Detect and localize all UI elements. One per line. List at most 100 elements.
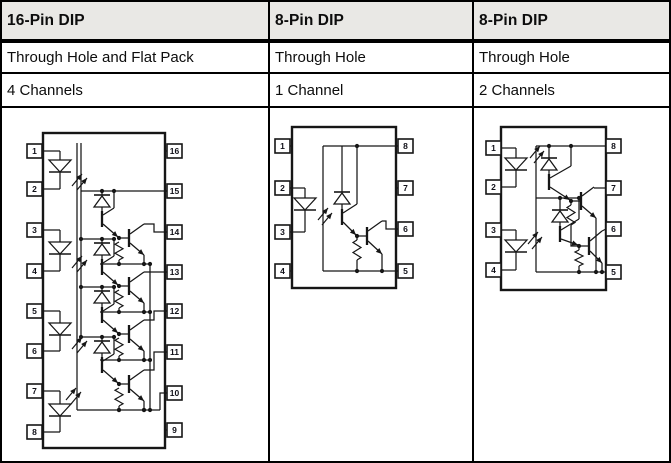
mount-16pin: Through Hole and Flat Pack — [2, 43, 270, 74]
pin-number: 4 — [491, 265, 496, 275]
pin-box-12: 12 — [166, 303, 183, 319]
resistor — [113, 337, 125, 357]
wire — [102, 255, 115, 264]
pin-number: 8 — [32, 427, 37, 437]
led-triangle — [47, 322, 73, 336]
pin-number: 14 — [170, 227, 180, 237]
arrowhead — [137, 395, 144, 401]
junction-dot — [116, 309, 122, 315]
pin-number: 4 — [32, 266, 37, 276]
pin-number: 12 — [170, 306, 180, 316]
mount-8pin-2: Through Hole — [474, 43, 669, 74]
led-triangle — [47, 241, 73, 255]
arrowhead — [538, 151, 544, 158]
pin-box-2: 2 — [274, 180, 291, 196]
pin-box-4: 4 — [485, 262, 502, 278]
pin-box-10: 10 — [166, 385, 183, 401]
photodiode-triangle — [92, 340, 112, 354]
pin-number: 15 — [170, 186, 180, 196]
pin-number: 8 — [611, 141, 616, 151]
led-triangle — [503, 157, 529, 171]
pin-box-9: 9 — [166, 422, 183, 438]
pin-box-5: 5 — [605, 264, 622, 280]
wire — [129, 271, 145, 283]
pin-box-6: 6 — [397, 221, 414, 237]
pin-number: 6 — [611, 224, 616, 234]
pin-number: 2 — [280, 183, 285, 193]
arrowhead — [375, 248, 382, 254]
pin-box-1: 1 — [26, 143, 43, 159]
pin-box-11: 11 — [166, 344, 183, 360]
pin-box — [166, 422, 183, 438]
pin-box-6: 6 — [26, 343, 43, 359]
photodiode-triangle — [92, 194, 112, 208]
pin-box-8: 8 — [605, 138, 622, 154]
wire — [581, 186, 595, 197]
pin-box-7: 7 — [605, 180, 622, 196]
channels-8pin-1: 1 Channel — [270, 74, 474, 108]
pin-box — [397, 180, 414, 196]
arrowhead — [137, 249, 144, 255]
arrowhead — [137, 297, 144, 303]
pin-number: 3 — [32, 225, 37, 235]
wire — [102, 303, 115, 312]
junction-dot — [116, 357, 122, 363]
wire — [549, 165, 572, 179]
pin-number: 3 — [280, 227, 285, 237]
junction-dot — [78, 284, 84, 290]
wire — [601, 228, 607, 232]
junction-dot — [116, 261, 122, 267]
pin-number: 7 — [611, 183, 616, 193]
pin-box — [274, 263, 291, 279]
photodiode-triangle — [550, 209, 570, 223]
pin-box-6: 6 — [605, 221, 622, 237]
wire — [382, 220, 398, 230]
photodiode-triangle — [92, 242, 112, 256]
arrowhead — [81, 178, 87, 185]
pin-number: 1 — [32, 146, 37, 156]
junction-dot — [141, 357, 147, 363]
photodiode-triangle — [332, 191, 352, 205]
photodiode-triangle — [92, 290, 112, 304]
wire — [560, 218, 580, 231]
arrowhead — [536, 237, 542, 244]
arrowhead — [81, 260, 87, 267]
junction-dot — [111, 334, 117, 340]
arrowhead — [563, 194, 570, 200]
pin-number: 1 — [280, 141, 285, 151]
pin-number: 6 — [32, 346, 37, 356]
junction-dot — [141, 309, 147, 315]
ic-body — [41, 131, 167, 450]
pin-number: 13 — [170, 267, 180, 277]
channels-16pin: 4 Channels — [2, 74, 270, 108]
ic-body — [499, 125, 608, 292]
pin-box-5: 5 — [26, 303, 43, 319]
arrowhead — [111, 377, 118, 383]
arrowhead — [111, 327, 118, 333]
pin-box-1: 1 — [485, 140, 502, 156]
pin-number: 1 — [491, 143, 496, 153]
junction-dot — [141, 407, 147, 413]
pin-number: 5 — [611, 267, 616, 277]
pin-number: 3 — [491, 225, 496, 235]
arrowhead — [75, 392, 81, 399]
pin-box-4: 4 — [26, 263, 43, 279]
wire — [144, 223, 167, 233]
pin-number: 5 — [403, 266, 408, 276]
arrowhead — [111, 279, 118, 285]
wire — [367, 220, 383, 232]
channels-8pin-2: 2 Channels — [474, 74, 669, 108]
resistor — [113, 241, 125, 261]
junction-dot — [147, 407, 153, 413]
pin-number: 16 — [170, 146, 180, 156]
wire — [144, 351, 167, 371]
arrowhead — [111, 231, 118, 237]
pin-number: 6 — [403, 224, 408, 234]
pin-box-7: 7 — [26, 383, 43, 399]
pin-box — [274, 138, 291, 154]
